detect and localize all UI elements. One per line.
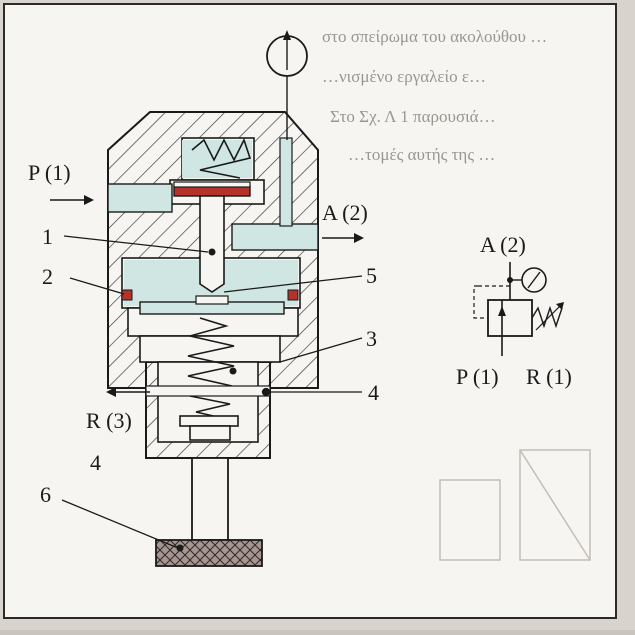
spring-dot	[229, 367, 237, 375]
outlet-channel-a	[231, 223, 319, 251]
label-4: 4	[368, 380, 379, 405]
symbol-label-a2: A (2)	[480, 232, 526, 257]
inlet-channel-p	[107, 183, 173, 213]
symbol-label-p1: P (1)	[456, 364, 499, 389]
adjusting-knob	[155, 539, 263, 567]
background-figure	[439, 449, 591, 561]
leader-lines	[61, 235, 363, 549]
exhaust-port	[145, 385, 271, 397]
bg-text-line-4: …τομές αυτής της …	[348, 145, 495, 164]
pressure-regulator-symbol: A (2) P (1) R (1)	[456, 232, 572, 389]
label-1: 1	[42, 224, 53, 249]
label-r3: R (3)	[86, 408, 132, 433]
bg-text-line-2: …νισμένο εργαλείο ε…	[322, 67, 486, 86]
stem-dot	[208, 248, 216, 256]
symbol-label-r1: R (1)	[526, 364, 572, 389]
label-2: 2	[42, 264, 53, 289]
main-spring	[187, 317, 235, 419]
valve-stem	[173, 181, 251, 293]
labels: P (1) A (2) R (3) 1 2 5 3 4 4 6	[28, 160, 379, 507]
flow-arrows	[50, 195, 364, 397]
label-6: 6	[40, 482, 51, 507]
upper-spring	[191, 137, 252, 179]
label-3: 3	[366, 326, 377, 351]
adjusting-screw	[191, 457, 229, 541]
adjuster	[155, 415, 263, 567]
label-a2: A (2)	[322, 200, 368, 225]
label-5: 5	[366, 263, 377, 288]
label-4-lower: 4	[90, 450, 101, 475]
pressure-gauge-icon	[266, 30, 308, 140]
background-text: στο σπείρωμα του ακολούθου … …νισμένο ερ…	[322, 27, 547, 164]
bg-text-line-1: στο σπείρωμα του ακολούθου …	[322, 27, 547, 46]
bg-text-line-3: Στο Σχ. Λ 1 παρουσιά…	[330, 107, 496, 126]
seal-right	[287, 289, 299, 301]
symbol-spring-icon	[531, 305, 563, 329]
piston	[121, 289, 299, 315]
seal-left	[121, 289, 133, 301]
label-p1: P (1)	[28, 160, 71, 185]
pilot-channel	[279, 137, 293, 227]
